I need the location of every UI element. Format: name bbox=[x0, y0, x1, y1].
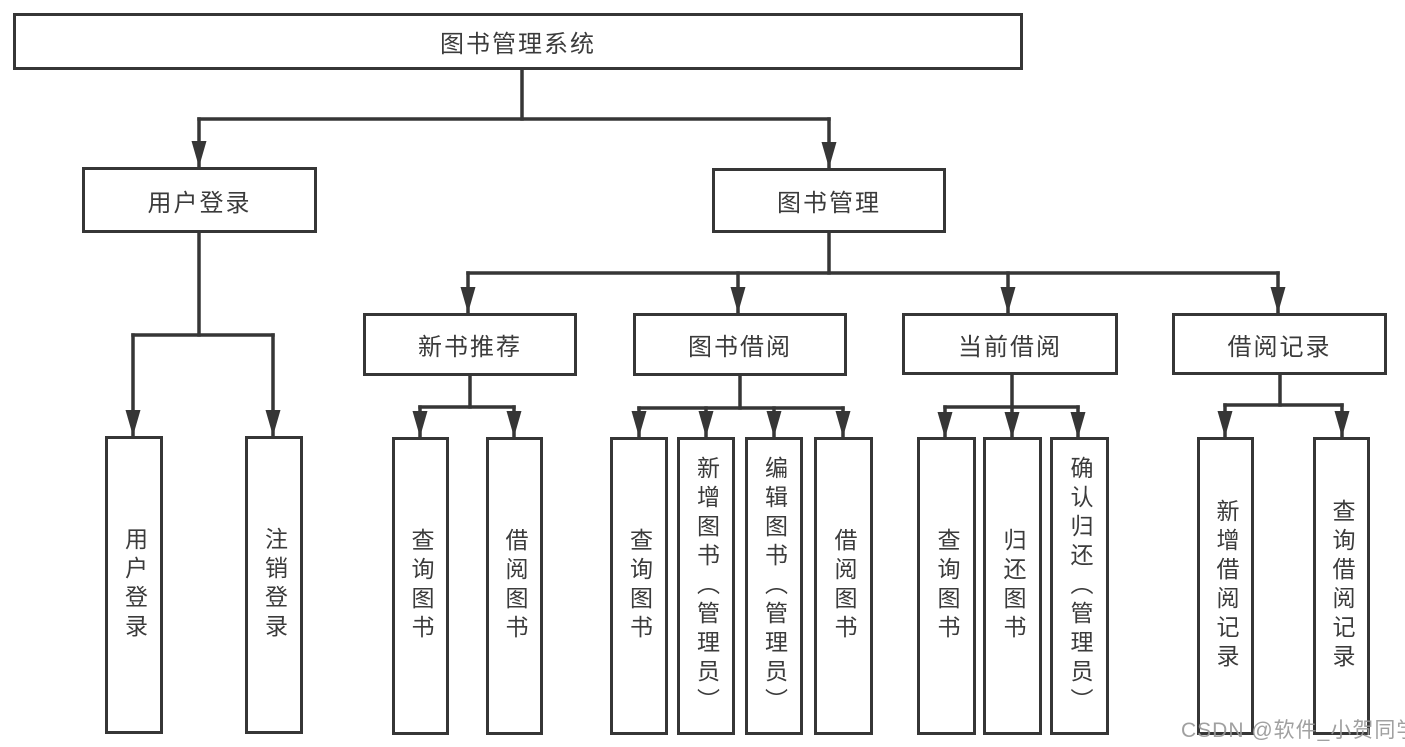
csdn-watermark: CSDN @软件_小贺同学 bbox=[1181, 719, 1405, 742]
node-current-borrow: 当前借阅 bbox=[902, 313, 1118, 375]
leaf-user-login: 用户登录 bbox=[105, 436, 163, 734]
node-borrow-records: 借阅记录 bbox=[1172, 313, 1387, 375]
leaf-borrow-book-recommend: 借阅图书 bbox=[486, 437, 543, 735]
leaf-return-book: 归还图书 bbox=[983, 437, 1042, 735]
node-book-borrow: 图书借阅 bbox=[633, 313, 847, 376]
leaf-confirm-return-admin: 确认归还（管理员） bbox=[1050, 437, 1109, 735]
leaf-edit-book-admin: 编辑图书（管理员） bbox=[745, 437, 803, 735]
leaf-add-borrow-record: 新增借阅记录 bbox=[1197, 437, 1254, 735]
leaf-add-book-admin: 新增图书（管理员） bbox=[677, 437, 735, 735]
leaf-query-book-borrow: 查询图书 bbox=[610, 437, 668, 735]
node-new-book-recommend: 新书推荐 bbox=[363, 313, 577, 376]
leaf-query-book-current: 查询图书 bbox=[917, 437, 976, 735]
leaf-query-borrow-record: 查询借阅记录 bbox=[1313, 437, 1370, 735]
node-book-management: 图书管理 bbox=[712, 168, 946, 233]
leaf-query-book-recommend: 查询图书 bbox=[392, 437, 449, 735]
leaf-logout: 注销登录 bbox=[245, 436, 303, 734]
node-root: 图书管理系统 bbox=[13, 13, 1023, 70]
node-user-login: 用户登录 bbox=[82, 167, 317, 233]
leaf-borrow-book: 借阅图书 bbox=[814, 437, 873, 735]
